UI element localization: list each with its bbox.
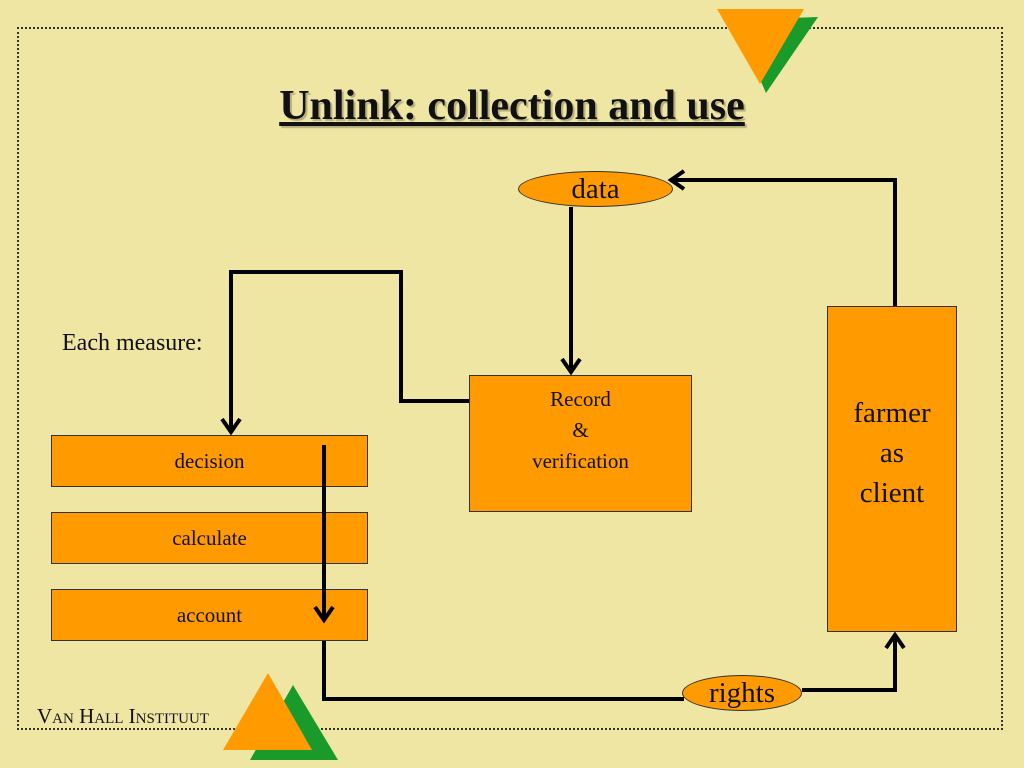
dotted-frame	[17, 27, 1003, 730]
account-label: account	[176, 602, 243, 627]
farmer-line-1: farmer	[853, 397, 931, 429]
farmer-to-data-arrowhead	[667, 169, 686, 191]
calculate-label: calculate	[172, 525, 247, 550]
steps-flow-arrowhead	[313, 605, 335, 624]
rights-label: rights	[708, 676, 776, 709]
decision-box: decision	[51, 435, 368, 487]
account-box: account	[51, 589, 368, 641]
farmer-line-3: client	[859, 477, 925, 509]
slide-title: Unlink: collection and use	[279, 83, 745, 129]
record-line-2: &	[572, 418, 589, 442]
data-to-record-arrowhead	[560, 357, 582, 376]
data-oval: data	[518, 171, 673, 207]
top-orange-triangle	[717, 9, 804, 84]
farmer-to-data-line	[672, 178, 897, 306]
decision-label: decision	[174, 448, 245, 473]
bottom-orange-triangle	[223, 673, 312, 750]
footer-organization: Van Hall Instituut	[37, 704, 209, 728]
farmer-line-2: as	[879, 437, 905, 469]
rights-to-farmer-arrowhead	[884, 631, 906, 650]
record-to-decision-arrowhead	[220, 417, 242, 436]
rights-oval: rights	[682, 675, 802, 711]
calculate-box: calculate	[51, 512, 368, 564]
each-measure-label: Each measure:	[62, 330, 203, 356]
rights-to-farmer-line	[802, 635, 897, 692]
record-to-decision-line	[229, 270, 469, 432]
record-line-1: Record	[550, 387, 611, 411]
farmer-client-box: farmer as client	[827, 306, 957, 632]
data-label: data	[571, 172, 620, 205]
account-to-rights-line	[322, 641, 684, 701]
record-verification-box: Record & verification	[469, 375, 692, 512]
record-line-3: verification	[532, 449, 629, 473]
